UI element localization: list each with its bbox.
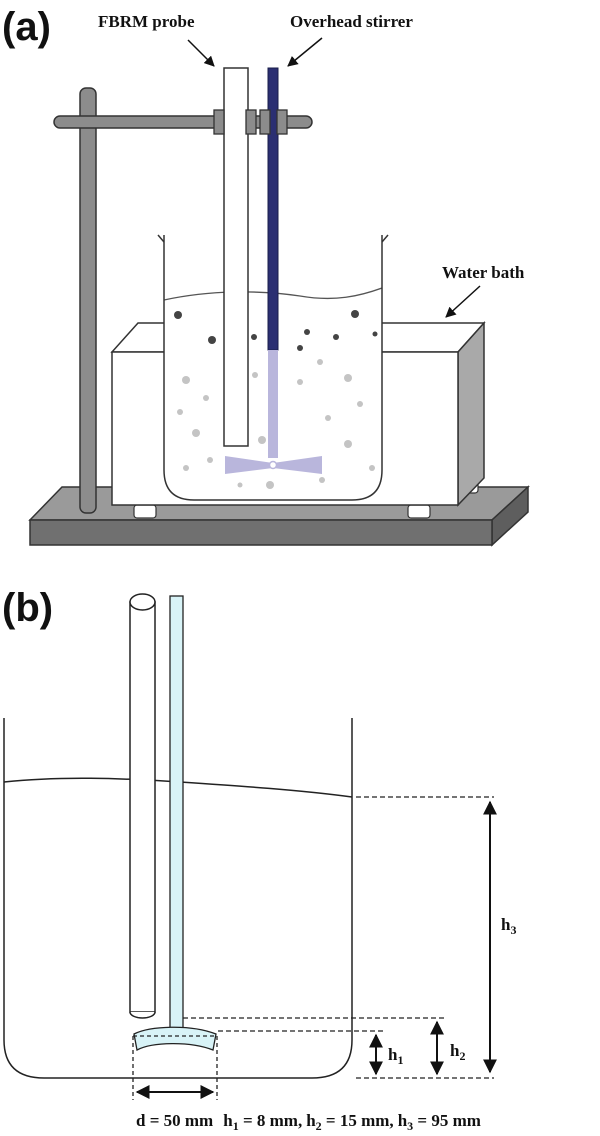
fbrm-probe-label: FBRM probe (98, 12, 195, 31)
water-bath-label: Water bath (442, 263, 525, 282)
fbrm-probe-cylinder (129, 593, 156, 1019)
stirrer-shaft-b (169, 595, 184, 1031)
overhead-stirrer-arrow (287, 37, 323, 67)
clamp-stirrer-left (259, 109, 271, 135)
panel-a-label: (a) (2, 5, 51, 49)
water-bath-arrow (445, 285, 481, 318)
clamp-stirrer-right (276, 109, 288, 135)
panel-b: (b) h3 (2, 586, 516, 1133)
panel-a: (a) (2, 5, 530, 547)
impeller-diameter-box (132, 1035, 218, 1100)
stirrer-shaft-lower (268, 350, 278, 458)
retort-stand-rod (79, 87, 97, 514)
liquid-surface (163, 287, 383, 301)
h2-label: h2 (450, 1041, 465, 1063)
fbrm-probe-arrow (187, 39, 215, 67)
clamp-probe (213, 109, 225, 135)
vessel-outline (3, 718, 353, 1079)
clamp-probe-right (245, 109, 257, 135)
particles-light (177, 359, 375, 489)
dimension-extension-lines (183, 796, 494, 1079)
bath-foot-left (133, 504, 157, 519)
overhead-stirrer-label: Overhead stirrer (290, 12, 413, 31)
panel-b-label: (b) (2, 586, 53, 630)
fbrm-probe (223, 67, 249, 447)
h3-label: h3 (501, 915, 516, 937)
bath-foot-right (407, 504, 431, 519)
h1-label: h1 (388, 1045, 403, 1067)
beaker-outline (163, 235, 383, 501)
impeller-blade-b (133, 1026, 217, 1051)
